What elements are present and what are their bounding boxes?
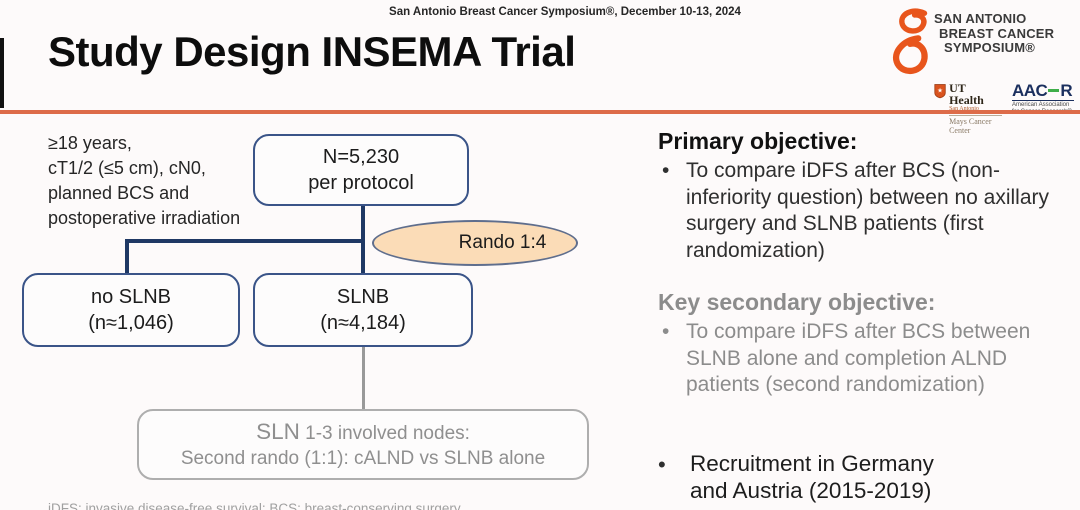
eligibility-line: ≥18 years, xyxy=(48,133,132,153)
sabcs-ribbon-icon xyxy=(893,8,928,74)
connector-vertical-gray xyxy=(362,347,365,411)
slide-title: Study Design INSEMA Trial xyxy=(48,28,576,75)
eligibility-criteria: ≥18 years, cT1/2 (≤5 cm), cN0, planned B… xyxy=(48,131,240,231)
svg-text:★: ★ xyxy=(937,88,943,95)
node-no-slnb-label: no SLNB xyxy=(90,286,172,308)
node-no-slnb-n: (n≈1,046) xyxy=(88,312,174,334)
ut-health-cancer-center: Mays Cancer Center xyxy=(949,115,1002,135)
aacr-word-left: AAC xyxy=(1012,81,1048,100)
primary-objective-heading: Primary objective: xyxy=(658,128,858,154)
second-rando-lead: SLN xyxy=(256,418,300,444)
eligibility-line: postoperative irradiation xyxy=(48,208,241,228)
node-second-randomization: SLN 1-3 involved nodes: Second rando (1:… xyxy=(137,409,589,480)
sabcs-logo-block: SAN ANTONIO BREAST CANCER SYMPOSIUM® ★ U… xyxy=(888,6,1074,135)
sabcs-logotype-line1: SAN ANTONIO xyxy=(934,11,1027,26)
node-slnb-label: SLNB xyxy=(336,286,390,308)
recruitment-text: Recruitment in Germany and Austria (2015… xyxy=(690,450,1050,504)
primary-objective-text: To compare iDFS after BCS (non-inferiori… xyxy=(686,159,1050,262)
node-per-protocol: N=5,230 per protocol xyxy=(253,134,469,206)
header-divider-rule xyxy=(0,110,1080,114)
aacr-word-right: R xyxy=(1060,81,1073,100)
eligibility-line: planned BCS and xyxy=(48,183,190,203)
aacr-wordmark: AAC R xyxy=(1012,82,1074,99)
primary-bullet-dot: • xyxy=(662,159,670,182)
recruitment-bullet-dot: • xyxy=(658,452,666,477)
second-rando-line2: Second rando (1:1): cALND vs SLNB alone xyxy=(180,447,546,469)
sabcs-logotype-line2: BREAST CANCER xyxy=(939,25,1055,41)
second-rando-line1: SLN 1-3 involved nodes: xyxy=(256,419,470,446)
aacr-green-dash xyxy=(1048,88,1060,93)
ut-health-subtitle: San Antonio xyxy=(949,106,979,112)
secondary-objective-text: To compare iDFS after BCS between SLNB a… xyxy=(686,320,1031,396)
ut-health-shield-icon: ★ xyxy=(934,84,946,99)
secondary-objective-heading: Key secondary objective: xyxy=(658,289,936,315)
node-randomization-oval: Rando 1:4 xyxy=(372,220,578,266)
secondary-bullet-dot: • xyxy=(662,320,670,343)
node-slnb-n: (n≈4,184) xyxy=(320,312,406,334)
node-no-slnb: no SLNB (n≈1,046) xyxy=(22,273,240,347)
connector-horizontal-branch xyxy=(125,239,365,243)
ut-health-logo: ★ UT Health San Antonio Mays Cancer Cent… xyxy=(934,82,1002,135)
node-per-protocol-n: N=5,230 xyxy=(322,146,400,168)
connector-vertical-left xyxy=(125,239,129,275)
node-slnb: SLNB (n≈4,184) xyxy=(253,273,473,347)
conference-line: San Antonio Breast Cancer Symposium®, De… xyxy=(389,6,741,18)
recruitment-line1: Recruitment in Germany xyxy=(690,451,934,476)
left-edge-artifact xyxy=(0,38,4,108)
ut-health-name: UT Health xyxy=(949,81,984,107)
recruitment-line2: and Austria (2015-2019) xyxy=(690,478,932,503)
second-rando-line1-rest: 1-3 involved nodes: xyxy=(299,422,470,444)
randomization-label: Rando 1:4 xyxy=(458,232,547,253)
sabcs-logotype: SAN ANTONIO BREAST CANCER SYMPOSIUM® xyxy=(934,11,1055,56)
abbreviation-footnote: iDFS: invasive disease-free survival; BC… xyxy=(48,501,461,510)
node-per-protocol-label: per protocol xyxy=(308,172,414,194)
sabcs-logotype-line3: SYMPOSIUM® xyxy=(944,40,1036,55)
eligibility-line: cT1/2 (≤5 cm), cN0, xyxy=(48,158,206,178)
